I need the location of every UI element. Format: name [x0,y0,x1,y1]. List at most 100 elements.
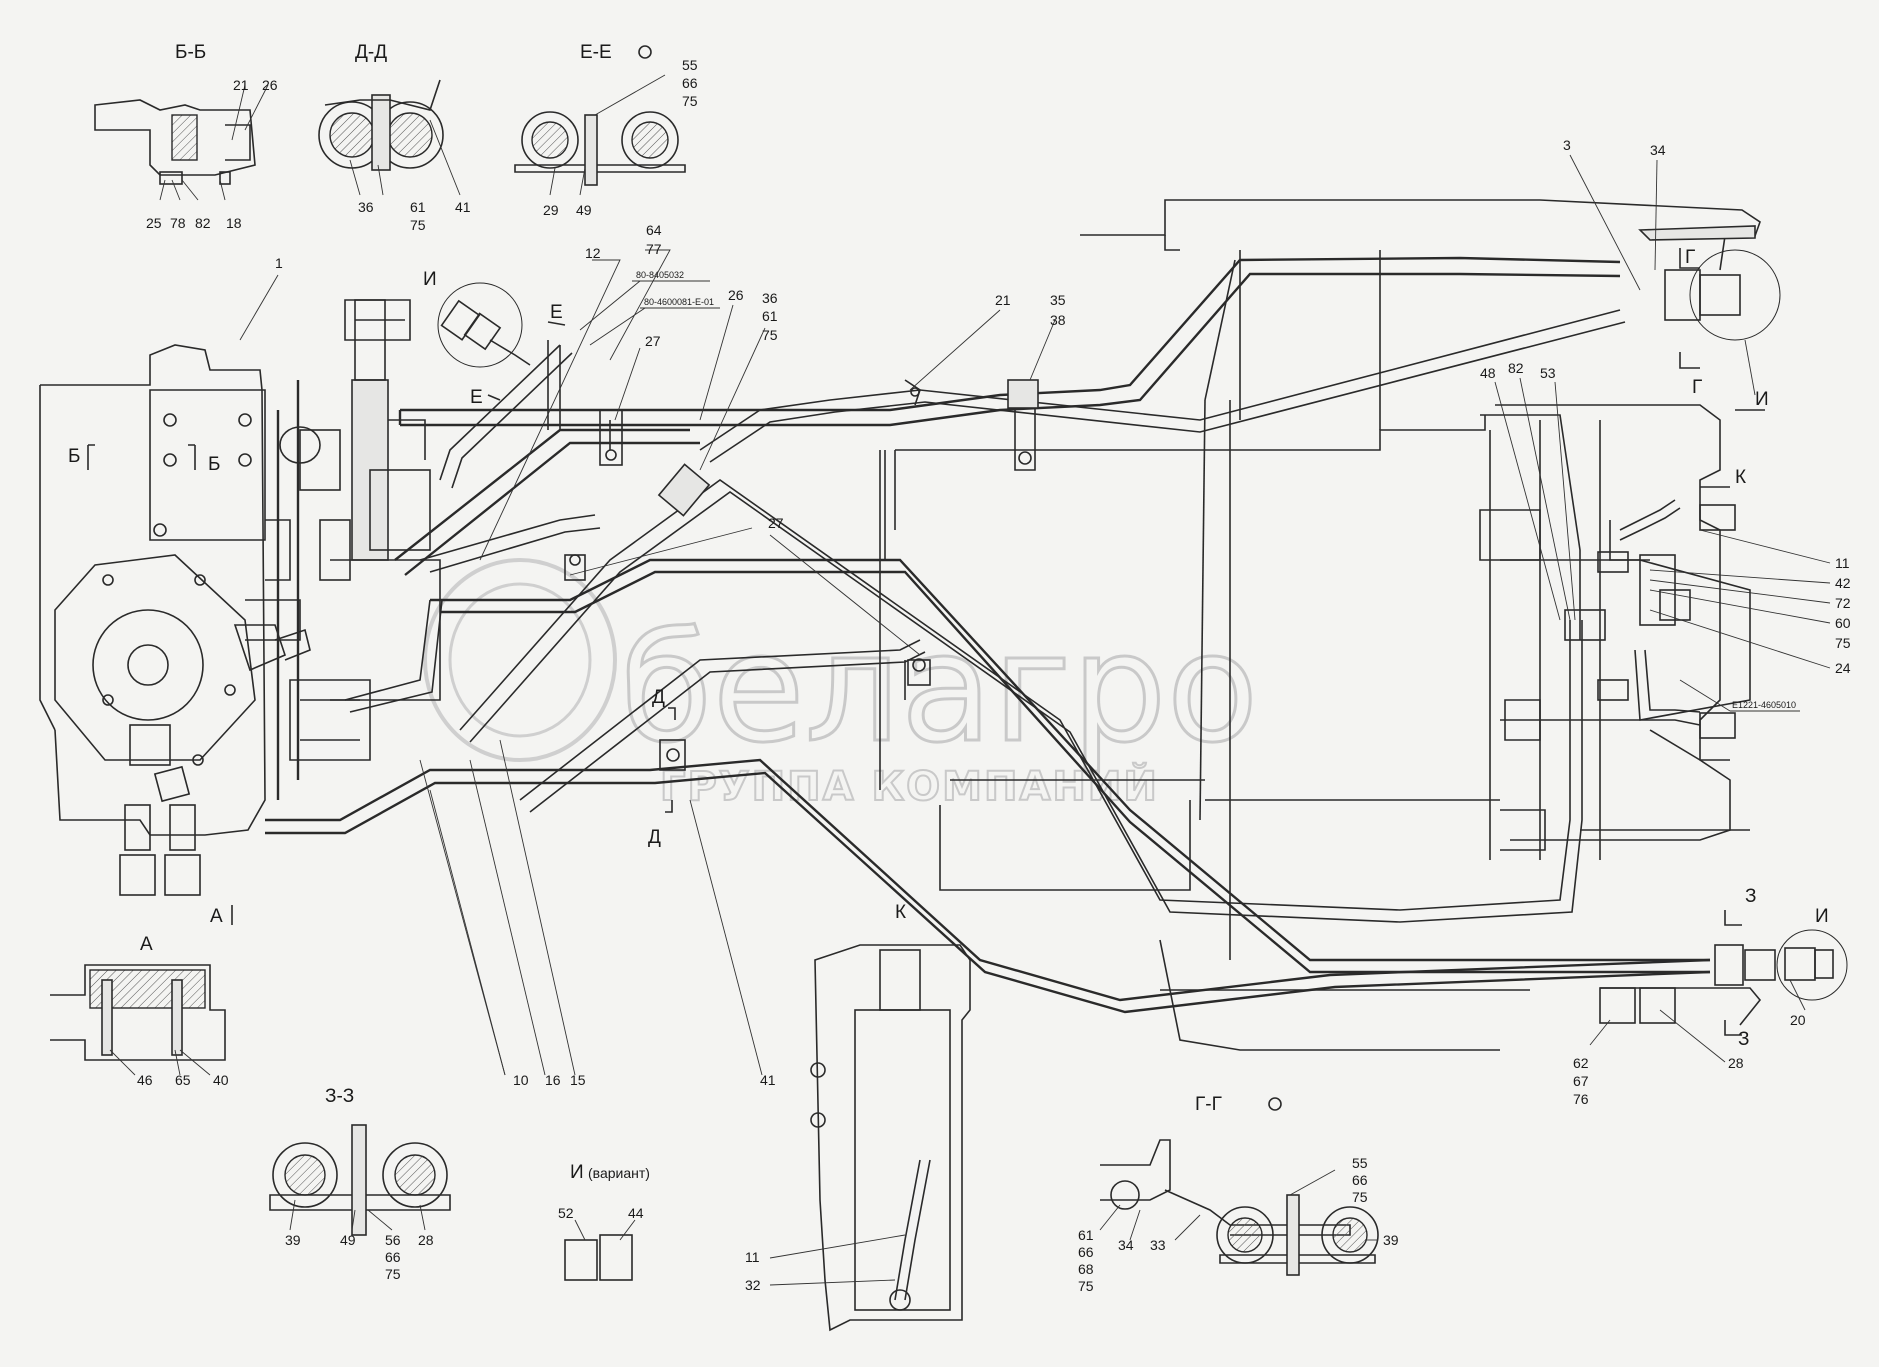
label-76: 76 [1573,1091,1589,1107]
pump-assembly [39,299,441,896]
ref-e1221-4605010: Е1221-4605010 [1732,700,1796,710]
mark-d-bottom: Д [648,827,661,848]
zz-label-39: 39 [285,1232,301,1248]
gg-label-68: 68 [1078,1261,1094,1277]
gg-label-33: 33 [1150,1237,1166,1253]
label-62: 62 [1573,1055,1589,1071]
section-i-variant: И (вариант) 52 44 [558,1162,650,1281]
view-callouts [437,249,1848,1001]
mark-b-right: Б [208,454,220,475]
label-67: 67 [1573,1073,1589,1089]
i-variant-label-44: 44 [628,1205,644,1221]
mark-g-top: Г [1685,247,1695,268]
gg-label-39: 39 [1383,1232,1399,1248]
k-label-11: 11 [745,1249,760,1265]
label-12: 12 [585,245,601,261]
gg-label-55: 55 [1352,1155,1368,1171]
bb-label-25: 25 [146,215,162,231]
zz-label-28: 28 [418,1232,434,1248]
bb-label-82: 82 [195,215,211,231]
main-callouts-mid: 27 48 82 53 [569,360,1576,656]
section-ee-title: Е-Е [580,42,612,63]
view-i-title: И [423,269,437,290]
dd-label-61: 61 [410,199,426,215]
label-21: 21 [995,292,1011,308]
label-28: 28 [1728,1055,1744,1071]
mark-e-top: Е [550,302,563,323]
label-15: 15 [570,1072,586,1088]
mark-z-top: З [1745,886,1756,907]
k-label-32: 32 [745,1277,761,1293]
section-dd: Д-Д 36 61 75 41 [318,42,471,233]
gg-label-34: 34 [1118,1237,1134,1253]
dd-label-75: 75 [410,217,426,233]
zz-label-66: 66 [385,1249,401,1265]
section-marks: Б Б Е Е А Д Д К Г Г И И З З [68,247,1829,1050]
watermark-brand: белагро [620,602,1258,776]
section-zz: З-З 39 49 56 66 75 28 [269,1086,451,1282]
watermark: белагро ГРУППА КОМПАНИЙ [423,558,1260,811]
label-3: 3 [1563,137,1571,153]
drawing-references: 80-8405032 80-4600081-Е-01 Е1221-4605010 [579,270,1800,712]
label-26: 26 [728,287,744,303]
mark-d-top: Д [652,687,665,708]
label-27-mid: 27 [768,515,784,531]
gg-label-75a: 75 [1352,1189,1368,1205]
ee-label-66: 66 [682,75,698,91]
gg-label-66a: 66 [1352,1172,1368,1188]
label-38: 38 [1050,312,1066,328]
watermark-tagline: ГРУППА КОМПАНИЙ [660,762,1159,810]
section-gg-title: Г-Г [1195,1094,1222,1115]
label-77: 77 [646,241,662,257]
mark-z-bottom: З [1738,1029,1749,1050]
zz-label-56: 56 [385,1232,401,1248]
gg-label-66b: 66 [1078,1244,1094,1260]
label-42: 42 [1835,575,1851,591]
dd-label-41: 41 [455,199,471,215]
mark-i-right-top: И [1815,906,1829,927]
section-gg: Г-Г 55 66 75 61 66 68 75 34 33 39 [1078,1094,1399,1294]
i-variant-label-52: 52 [558,1205,574,1221]
bb-label-18: 18 [226,215,242,231]
mark-i-right-bottom: И [1755,389,1769,410]
zz-label-75: 75 [385,1266,401,1282]
label-53: 53 [1540,365,1556,381]
ref-80-4600081: 80-4600081-Е-01 [644,297,714,307]
section-dd-title: Д-Д [355,42,387,63]
label-48: 48 [1480,365,1496,381]
gg-label-75b: 75 [1078,1278,1094,1294]
label-36: 36 [762,290,778,306]
label-10: 10 [513,1072,529,1088]
mark-b-left: Б [68,446,80,467]
section-i-variant-title: И [570,1162,584,1183]
section-ee: Е-Е 55 66 75 29 49 [514,42,698,218]
bb-label-26: 26 [262,77,278,93]
mark-g-bottom: Г [1692,377,1702,398]
label-64: 64 [646,222,662,238]
ee-label-29: 29 [543,202,559,218]
label-75: 75 [762,327,778,343]
label-35: 35 [1050,292,1066,308]
label-82-mid: 82 [1508,360,1524,376]
mark-e-left: Е [470,387,483,408]
label-61: 61 [762,308,778,324]
section-zz-title: З-З [325,1086,354,1107]
pipelines [265,256,1711,1014]
section-k-title: К [895,902,906,923]
chassis-outline [879,199,1761,1051]
section-a: А 46 65 40 [50,934,229,1088]
label-16: 16 [545,1072,561,1088]
label-24: 24 [1835,660,1851,676]
section-a-title: А [140,934,153,955]
section-bb: Б-Б 21 26 25 78 82 18 [94,42,278,231]
ee-label-55: 55 [682,57,698,73]
bb-label-78: 78 [170,215,186,231]
a-label-40: 40 [213,1072,229,1088]
section-bb-title: Б-Б [175,42,206,63]
main-callouts-right: 11 42 72 60 75 24 [1649,529,1851,676]
label-60: 60 [1835,615,1851,631]
mark-k: К [1735,467,1746,488]
label-1: 1 [275,255,283,271]
right-fittings [1564,269,1776,1026]
